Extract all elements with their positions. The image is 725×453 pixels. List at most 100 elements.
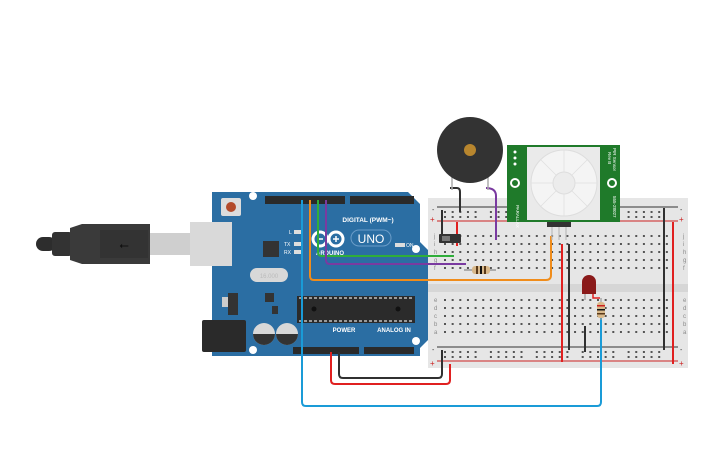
rail-hole[interactable] xyxy=(658,356,661,358)
breadboard-hole[interactable] xyxy=(581,315,584,317)
rail-hole[interactable] xyxy=(551,351,554,353)
breadboard-hole[interactable] xyxy=(597,243,599,245)
wire-blue[interactable] xyxy=(301,200,602,407)
breadboard-hole[interactable] xyxy=(566,267,569,269)
breadboard-hole[interactable] xyxy=(650,267,653,269)
breadboard-hole[interactable] xyxy=(551,307,554,309)
breadboard-hole[interactable] xyxy=(635,235,638,237)
breadboard-hole[interactable] xyxy=(543,243,546,245)
breadboard-hole[interactable] xyxy=(451,259,454,261)
breadboard-hole[interactable] xyxy=(597,235,599,237)
breadboard-hole[interactable] xyxy=(558,331,561,333)
breadboard-hole[interactable] xyxy=(466,243,469,245)
breadboard-hole[interactable] xyxy=(627,315,630,317)
breadboard-hole[interactable] xyxy=(642,315,645,317)
breadboard-hole[interactable] xyxy=(566,315,569,317)
breadboard-hole[interactable] xyxy=(612,243,615,245)
breadboard-hole[interactable] xyxy=(642,267,645,269)
breadboard-hole[interactable] xyxy=(635,251,638,253)
breadboard-hole[interactable] xyxy=(658,331,661,333)
breadboard-hole[interactable] xyxy=(665,323,668,325)
breadboard-hole[interactable] xyxy=(505,235,508,237)
rail-hole[interactable] xyxy=(627,216,630,218)
breadboard-hole[interactable] xyxy=(489,251,492,253)
breadboard-hole[interactable] xyxy=(474,243,477,245)
breadboard-hole[interactable] xyxy=(466,315,469,317)
breadboard-hole[interactable] xyxy=(459,331,462,333)
breadboard-hole[interactable] xyxy=(619,243,622,245)
breadboard-hole[interactable] xyxy=(627,307,630,309)
breadboard-hole[interactable] xyxy=(489,235,492,237)
breadboard-hole[interactable] xyxy=(444,299,446,301)
breadboard-hole[interactable] xyxy=(589,259,592,261)
breadboard-hole[interactable] xyxy=(581,307,584,309)
rail-hole[interactable] xyxy=(451,211,454,213)
breadboard-hole[interactable] xyxy=(551,251,554,253)
breadboard-hole[interactable] xyxy=(444,259,446,261)
breadboard-hole[interactable] xyxy=(528,307,531,309)
breadboard-hole[interactable] xyxy=(642,331,645,333)
breadboard-hole[interactable] xyxy=(535,315,538,317)
rail-hole[interactable] xyxy=(658,216,661,218)
rail-hole[interactable] xyxy=(535,351,538,353)
breadboard-hole[interactable] xyxy=(528,235,531,237)
breadboard-hole[interactable] xyxy=(512,267,515,269)
rail-hole[interactable] xyxy=(566,351,569,353)
breadboard-hole[interactable] xyxy=(482,315,485,317)
rail-hole[interactable] xyxy=(635,216,638,218)
slide-switch[interactable] xyxy=(439,234,461,243)
rail-hole[interactable] xyxy=(505,356,508,358)
wire-black-gnd[interactable] xyxy=(338,350,443,379)
rail-hole[interactable] xyxy=(466,351,469,353)
wire-black-buzzer[interactable] xyxy=(450,187,461,212)
rail-hole[interactable] xyxy=(459,351,462,353)
breadboard-hole[interactable] xyxy=(658,251,661,253)
breadboard-hole[interactable] xyxy=(558,307,561,309)
breadboard-hole[interactable] xyxy=(474,323,477,325)
breadboard-hole[interactable] xyxy=(451,243,454,245)
rail-hole[interactable] xyxy=(444,211,446,213)
breadboard-hole[interactable] xyxy=(635,315,638,317)
breadboard-hole[interactable] xyxy=(574,323,577,325)
breadboard-hole[interactable] xyxy=(482,299,485,301)
rail-hole[interactable] xyxy=(627,351,630,353)
breadboard-hole[interactable] xyxy=(512,315,515,317)
rail-hole[interactable] xyxy=(497,356,500,358)
breadboard-hole[interactable] xyxy=(635,267,638,269)
breadboard-hole[interactable] xyxy=(489,243,492,245)
rail-hole[interactable] xyxy=(451,356,454,358)
breadboard-hole[interactable] xyxy=(551,259,554,261)
breadboard-hole[interactable] xyxy=(566,307,569,309)
breadboard-hole[interactable] xyxy=(604,299,607,301)
rail-hole[interactable] xyxy=(474,216,477,218)
breadboard-hole[interactable] xyxy=(444,315,446,317)
breadboard-hole[interactable] xyxy=(451,251,454,253)
breadboard-hole[interactable] xyxy=(597,251,599,253)
breadboard-hole[interactable] xyxy=(642,259,645,261)
breadboard-hole[interactable] xyxy=(528,331,531,333)
rail-hole[interactable] xyxy=(635,356,638,358)
rail-hole[interactable] xyxy=(597,356,599,358)
breadboard-hole[interactable] xyxy=(451,315,454,317)
breadboard-hole[interactable] xyxy=(535,331,538,333)
breadboard-hole[interactable] xyxy=(619,331,622,333)
breadboard-hole[interactable] xyxy=(474,251,477,253)
breadboard-hole[interactable] xyxy=(658,307,661,309)
breadboard-hole[interactable] xyxy=(619,259,622,261)
rail-hole[interactable] xyxy=(520,356,523,358)
breadboard-hole[interactable] xyxy=(558,243,561,245)
breadboard-hole[interactable] xyxy=(512,331,515,333)
breadboard-hole[interactable] xyxy=(612,235,615,237)
breadboard-hole[interactable] xyxy=(482,331,485,333)
wire-green[interactable] xyxy=(317,200,454,257)
breadboard-hole[interactable] xyxy=(558,267,561,269)
breadboard-hole[interactable] xyxy=(665,251,668,253)
breadboard-hole[interactable] xyxy=(642,235,645,237)
pir-motion-sensor[interactable]: PARALLAX PIR Sensor Rev B 555-28027 xyxy=(507,145,620,240)
breadboard-hole[interactable] xyxy=(505,267,508,269)
rail-hole[interactable] xyxy=(466,356,469,358)
breadboard-hole[interactable] xyxy=(520,331,523,333)
breadboard-hole[interactable] xyxy=(558,315,561,317)
breadboard-hole[interactable] xyxy=(619,307,622,309)
breadboard-hole[interactable] xyxy=(619,323,622,325)
